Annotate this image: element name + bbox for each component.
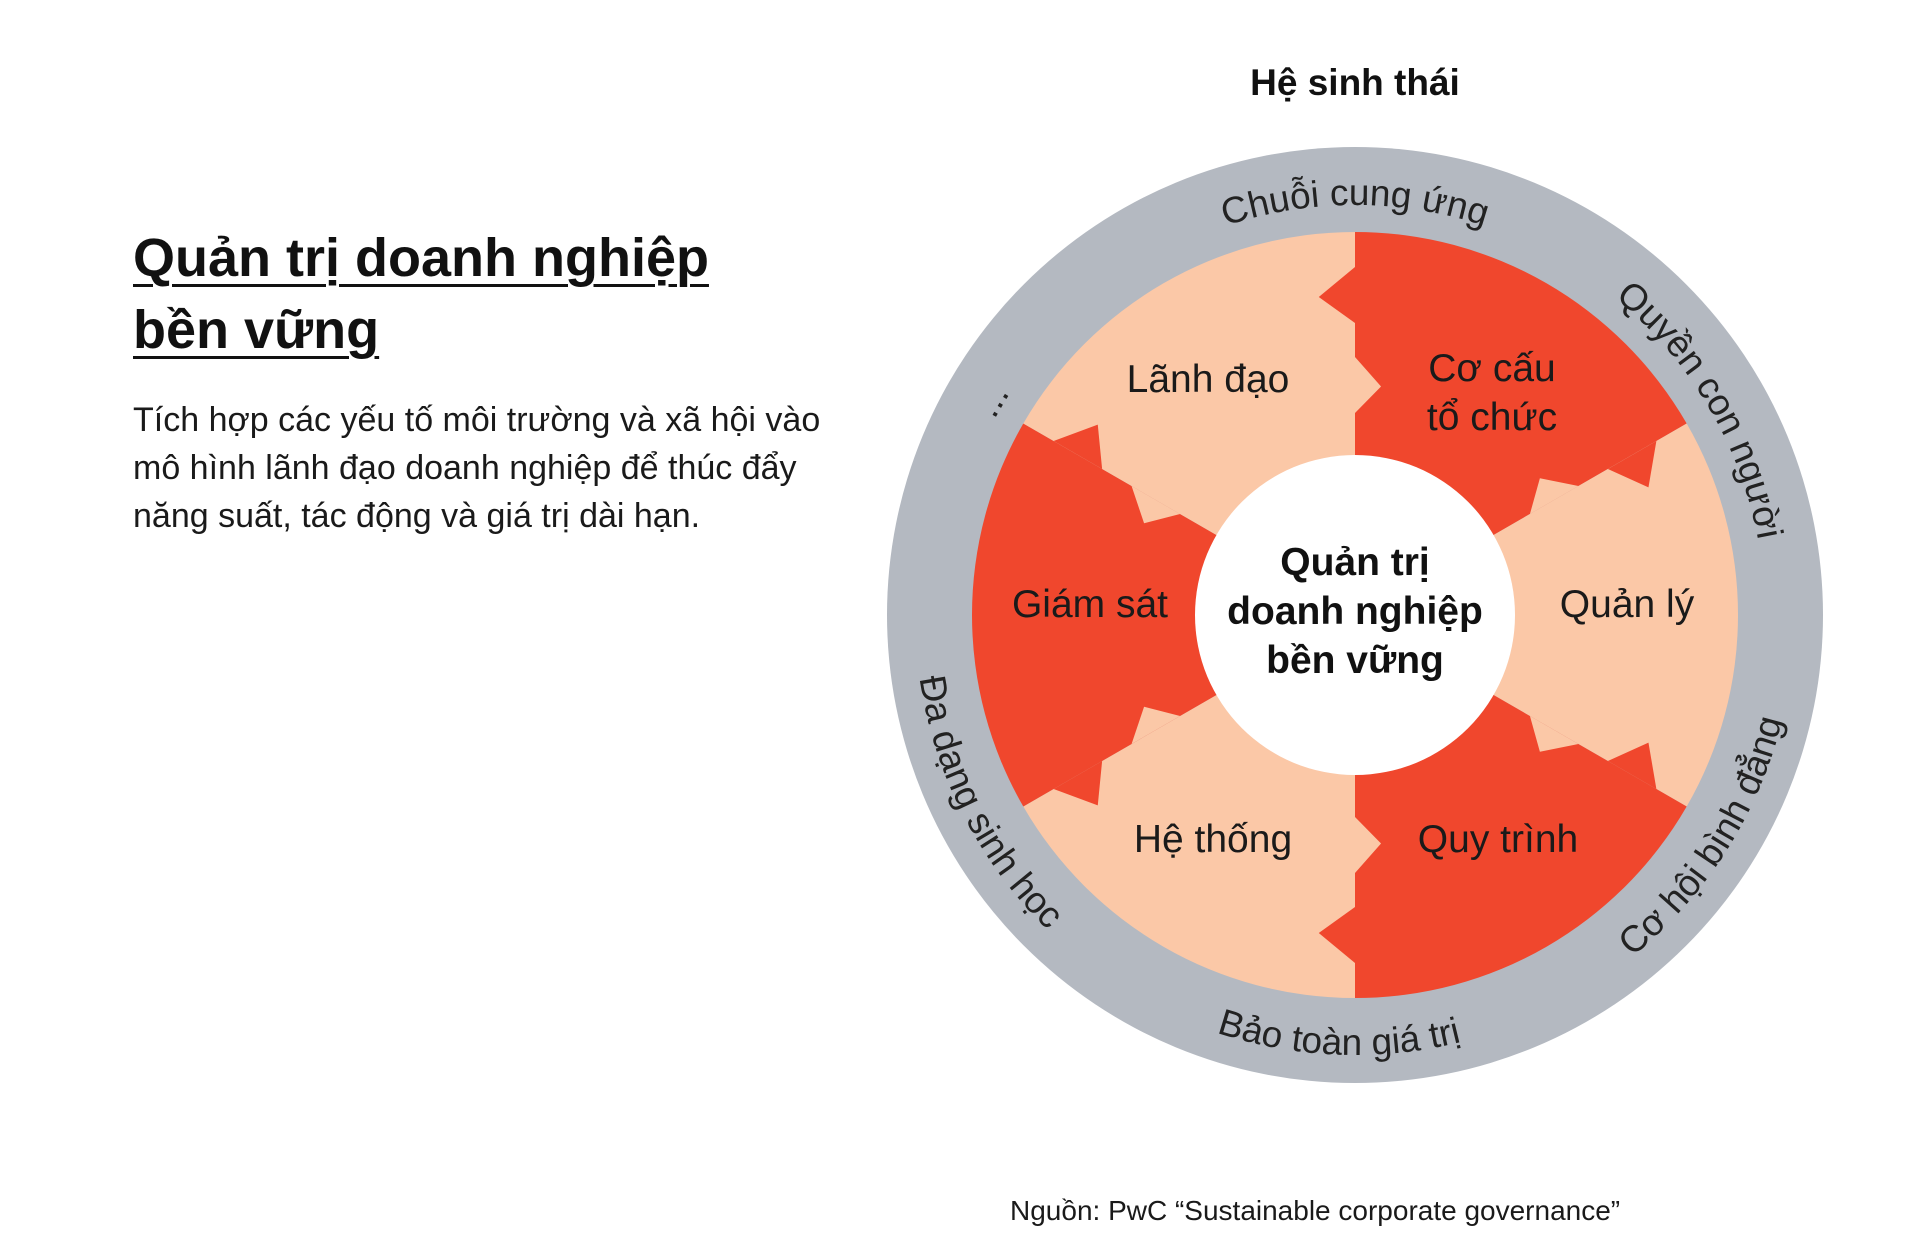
puzzle-notch	[1318, 907, 1355, 963]
puzzle-notch	[1131, 486, 1181, 524]
segments	[972, 232, 1739, 998]
center-line-1: Quản trị	[1280, 541, 1430, 584]
puzzle-notch	[1053, 424, 1103, 469]
center-line-3: bền vững	[1266, 639, 1444, 682]
segment-management: Quản lý	[1560, 583, 1695, 626]
heading-line-2: bền vững	[133, 300, 380, 360]
source-note: Nguồn: PwC “Sustainable corporate govern…	[1010, 1195, 1621, 1226]
puzzle-notch	[1053, 761, 1103, 806]
segment-supervision: Giám sát	[1012, 583, 1168, 626]
puzzle-notch	[1355, 817, 1382, 873]
segment-org-structure-2: tổ chức	[1427, 396, 1557, 439]
page-heading: Quản trị doanh nghiệp bền vững	[133, 222, 709, 366]
segment-management-shape	[1355, 423, 1739, 807]
ecosystem-title: Hệ sinh thái	[1250, 62, 1460, 103]
center-circle	[1195, 455, 1515, 775]
segment-org-structure-1: Cơ cấu	[1428, 347, 1555, 390]
puzzle-notch	[1529, 716, 1579, 752]
description: Tích hợp các yếu tố môi trường và xã hội…	[133, 401, 821, 535]
segment-supervision-shape	[972, 423, 1355, 807]
heading-line-1: Quản trị doanh nghiệp	[133, 228, 709, 288]
puzzle-notch	[1131, 706, 1181, 744]
center-line-2: doanh nghiệp	[1227, 590, 1483, 633]
puzzle-notch	[1607, 742, 1657, 789]
puzzle-notch	[1607, 441, 1657, 488]
puzzle-notch	[1318, 267, 1355, 323]
segment-process: Quy trình	[1418, 818, 1578, 861]
puzzle-notch	[1529, 478, 1579, 514]
puzzle-notch	[1355, 357, 1382, 413]
segment-system: Hệ thống	[1134, 818, 1292, 861]
segment-leadership: Lãnh đạo	[1127, 358, 1290, 401]
